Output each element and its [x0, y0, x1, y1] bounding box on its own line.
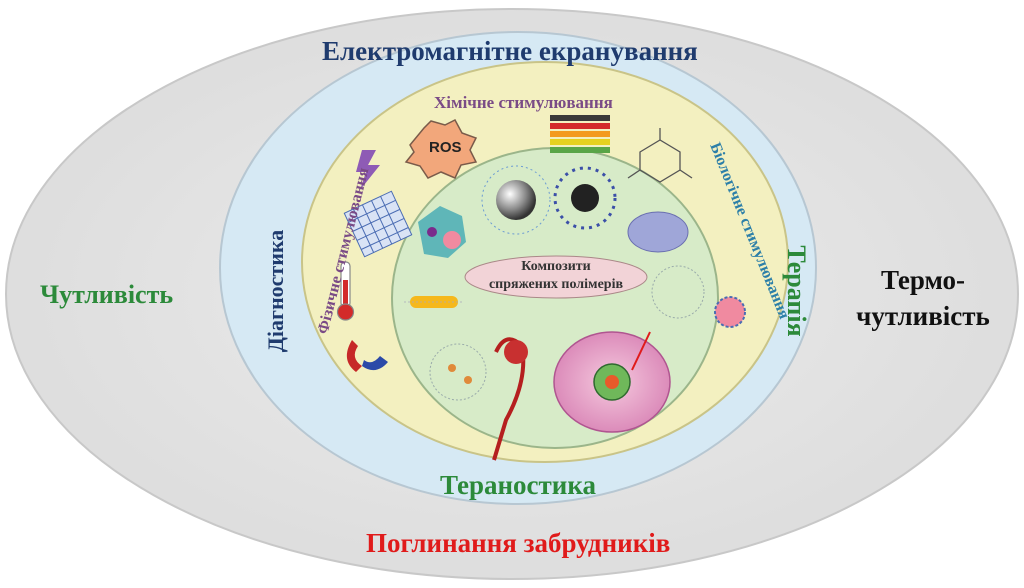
thermometer-icon: [336, 261, 355, 321]
lightning-icon: [356, 150, 380, 190]
polymer-network-icon: [429, 265, 705, 401]
blood-vessel-icon: [492, 337, 528, 461]
outer-top-label: Електромагнітне екранування: [322, 36, 698, 66]
outer-right-line2: чутливість: [856, 301, 990, 331]
core-label: Композити спряжених полімерів: [466, 258, 646, 294]
outer-right-label: Термо- чутливість: [842, 262, 1004, 334]
outer-bottom-label: Поглинання забрудників: [366, 528, 671, 558]
ros-label: ROS: [429, 139, 462, 156]
ring-left-label: Діагностика: [263, 229, 288, 353]
core-label-line1: Композити: [521, 259, 591, 274]
mesh-grid-icon: [343, 190, 413, 258]
aggregate-particle-icon: [553, 166, 617, 230]
nanoparticle-icon: [481, 165, 551, 235]
ph-strips-icon: [550, 115, 610, 153]
outer-right-line1: Термо-: [880, 265, 966, 295]
ring-bottom-label: Тераностика: [440, 470, 596, 500]
core-label-ellipse: [464, 255, 648, 299]
rod-particle-icon: [404, 296, 464, 308]
glucose-structure-icon: [627, 128, 693, 183]
hexagon-cluster-icon: [418, 206, 466, 258]
outer-left-label: Чутливість: [40, 280, 174, 309]
core-label-line2: спряжених полімерів: [488, 277, 624, 292]
oval-particle-icon: [627, 211, 689, 253]
ros-starburst-icon: [404, 119, 478, 179]
chemical-stimulation-label: Хімічне стимулювання: [434, 93, 613, 112]
small-particle-icon: [714, 296, 746, 328]
cell-icon: [553, 331, 671, 433]
magnet-icon: [346, 340, 388, 372]
